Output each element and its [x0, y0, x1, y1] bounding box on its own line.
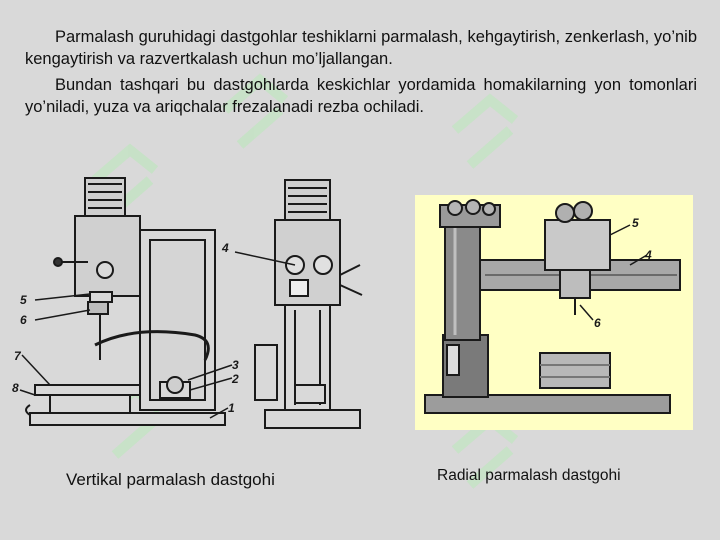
label-4-radial: 4: [644, 248, 652, 262]
label-2-vertical: 2: [231, 372, 239, 386]
label-3-vertical: 3: [232, 358, 239, 372]
radial-machine-caption: Radial parmalash dastgohi: [437, 467, 621, 484]
intro-paragraph-2: Bundan tashqari bu dastgohlarda keskichl…: [25, 76, 697, 116]
label-8-vertical: 8: [12, 381, 19, 395]
label-7-vertical: 7: [14, 349, 22, 363]
vertical-machine-caption: Vertikal parmalash dastgohi: [66, 470, 275, 489]
label-4-vertical: 4: [221, 241, 229, 255]
radial-drilling-machine-drawing: 5 4 6: [415, 195, 693, 430]
label-6-vertical: 6: [20, 313, 27, 327]
vertical-drilling-machine-drawing: 4 5 6 7 8 3 2 1: [12, 177, 363, 429]
intro-paragraph-1: Parmalash guruhidagi dastgohlar teshikla…: [25, 28, 697, 68]
label-5-radial: 5: [632, 216, 639, 230]
label-1-vertical: 1: [228, 401, 235, 415]
label-5-vertical: 5: [20, 293, 27, 307]
label-6-radial: 6: [594, 316, 601, 330]
